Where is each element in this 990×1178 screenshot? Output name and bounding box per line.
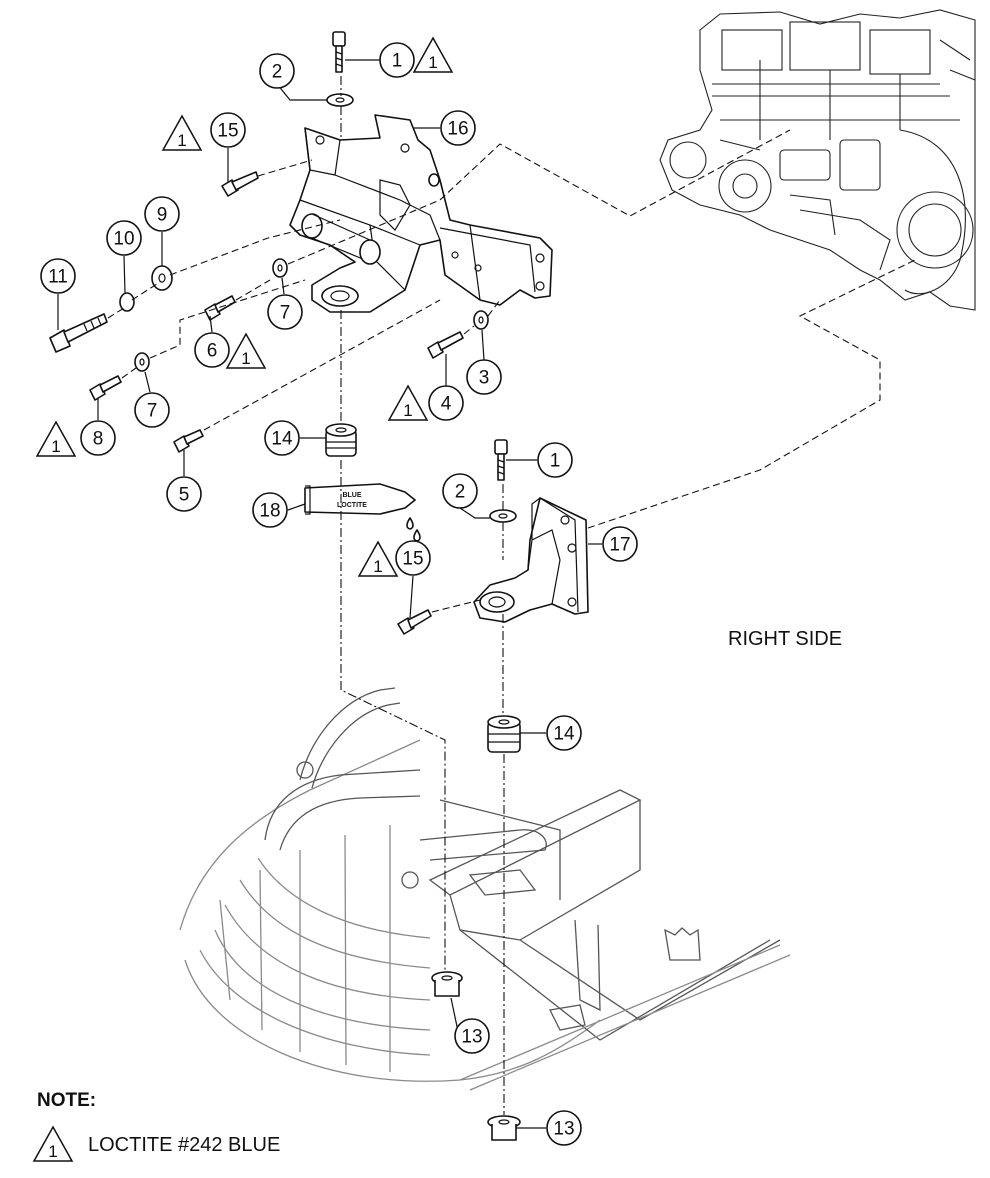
note-title: NOTE: [37, 1090, 96, 1111]
warning-triangle-icon: 1 [225, 332, 267, 369]
svg-text:4: 4 [441, 394, 452, 415]
callout-2-top: 2 [259, 53, 295, 89]
warning-triangle-icon: 1 [357, 540, 399, 577]
callout-1-right: 1 [537, 442, 573, 478]
warning-triangle-icon: 1 [161, 114, 203, 151]
warning-symbol-text: 1 [428, 53, 437, 72]
bolt-6 [204, 295, 236, 321]
svg-text:9: 9 [157, 205, 168, 226]
callout-13-upper: 13 [454, 1018, 490, 1054]
callout-16: 16 [440, 110, 476, 146]
svg-text:2: 2 [455, 482, 466, 503]
callout-8: 8 [80, 420, 116, 456]
svg-text:7: 7 [147, 401, 158, 422]
callout-1-top: 1 [379, 42, 415, 78]
callout-14-lower: 14 [546, 715, 582, 751]
washer-3 [473, 310, 489, 330]
warning-triangle-icon: 1 [387, 384, 429, 421]
callout-11: 11 [40, 258, 76, 294]
callout-5: 5 [166, 476, 202, 512]
warning-symbol-text: 1 [373, 557, 382, 576]
callout-14-upper: 14 [264, 420, 300, 456]
svg-text:7: 7 [280, 303, 291, 324]
engine-mount-bracket-left [289, 114, 553, 313]
tube-label-line-1: BLUE [342, 492, 361, 499]
bolt-1-right [494, 439, 508, 481]
svg-text:3: 3 [479, 368, 490, 389]
loctite-tube: BLUE LOCTITE [304, 483, 421, 542]
washer-7-upper [272, 258, 288, 278]
rubber-mount-14-upper [325, 423, 357, 457]
callout-2-right: 2 [442, 473, 478, 509]
part-callouts: 1 2 16 15 9 10 11 7 6 3 4 7 8 14 5 18 1 … [40, 42, 638, 1146]
svg-text:14: 14 [553, 724, 575, 745]
callout-7-upper: 7 [267, 294, 303, 330]
svg-text:13: 13 [553, 1119, 574, 1140]
callout-17: 17 [602, 526, 638, 562]
callout-6: 6 [194, 332, 230, 368]
bolt-15-right [397, 609, 432, 635]
svg-text:6: 6 [207, 341, 218, 362]
washer-7-lower [134, 352, 150, 372]
flange-nut-13-upper [431, 971, 463, 997]
machine-frame-illustration [179, 687, 791, 1091]
callout-13-lower: 13 [546, 1110, 582, 1146]
callout-4: 4 [428, 385, 464, 421]
callout-9: 9 [144, 196, 180, 232]
tube-label-line-2: LOCTITE [337, 502, 367, 509]
svg-text:2: 2 [272, 62, 283, 83]
note-text: LOCTITE #242 BLUE [88, 1134, 280, 1156]
svg-text:8: 8 [93, 429, 104, 450]
svg-text:17: 17 [609, 535, 630, 556]
side-label: RIGHT SIDE [728, 628, 842, 650]
warning-symbol-text: 1 [177, 131, 186, 150]
svg-text:10: 10 [113, 229, 134, 250]
note-symbol-text: 1 [48, 1142, 57, 1161]
callout-10: 10 [106, 220, 142, 256]
note-warning-triangle-icon: 1 [32, 1125, 74, 1162]
callout-7-lower: 7 [134, 392, 170, 428]
engine-mount-bracket-right [473, 497, 589, 623]
engine-illustration [659, 9, 976, 311]
rubber-mount-14-lower [487, 715, 521, 753]
loctite-warning-symbols: 1 1 1 1 1 1 [35, 36, 454, 577]
svg-text:16: 16 [447, 119, 468, 140]
warning-symbol-text: 1 [241, 349, 250, 368]
bolt-4 [427, 331, 464, 359]
bolt-15-top [221, 171, 259, 197]
svg-text:13: 13 [461, 1027, 482, 1048]
warning-triangle-icon: 1 [35, 420, 77, 457]
callout-18: 18 [252, 492, 288, 528]
svg-text:1: 1 [392, 51, 403, 72]
flange-nut-13-lower [487, 1115, 521, 1141]
washer-2-top [326, 93, 354, 107]
svg-text:11: 11 [48, 267, 68, 288]
assembly-lines [107, 76, 916, 1115]
warning-symbol-text: 1 [51, 437, 60, 456]
svg-text:15: 15 [402, 549, 423, 570]
svg-text:1: 1 [550, 451, 561, 472]
svg-text:18: 18 [259, 501, 280, 522]
callout-15-top: 15 [210, 112, 246, 148]
callout-15-right: 15 [395, 540, 431, 576]
warning-symbol-text: 1 [403, 401, 412, 420]
bolt-8 [89, 375, 122, 401]
svg-text:5: 5 [179, 485, 190, 506]
bolt-5 [173, 429, 204, 453]
leader-lines [57, 59, 602, 1129]
hardware-parts: BLUE LOCTITE [49, 31, 521, 1141]
washer-9 [151, 265, 173, 291]
lockwasher-10 [119, 292, 135, 312]
warning-triangle-icon: 1 [412, 36, 454, 73]
svg-text:15: 15 [217, 121, 238, 142]
svg-text:14: 14 [271, 429, 293, 450]
callout-3: 3 [466, 359, 502, 395]
bolt-1-top [332, 31, 346, 73]
washer-2-right [489, 509, 517, 523]
note-block: NOTE: 1 LOCTITE #242 BLUE [32, 1090, 280, 1162]
bolt-11 [49, 313, 108, 353]
